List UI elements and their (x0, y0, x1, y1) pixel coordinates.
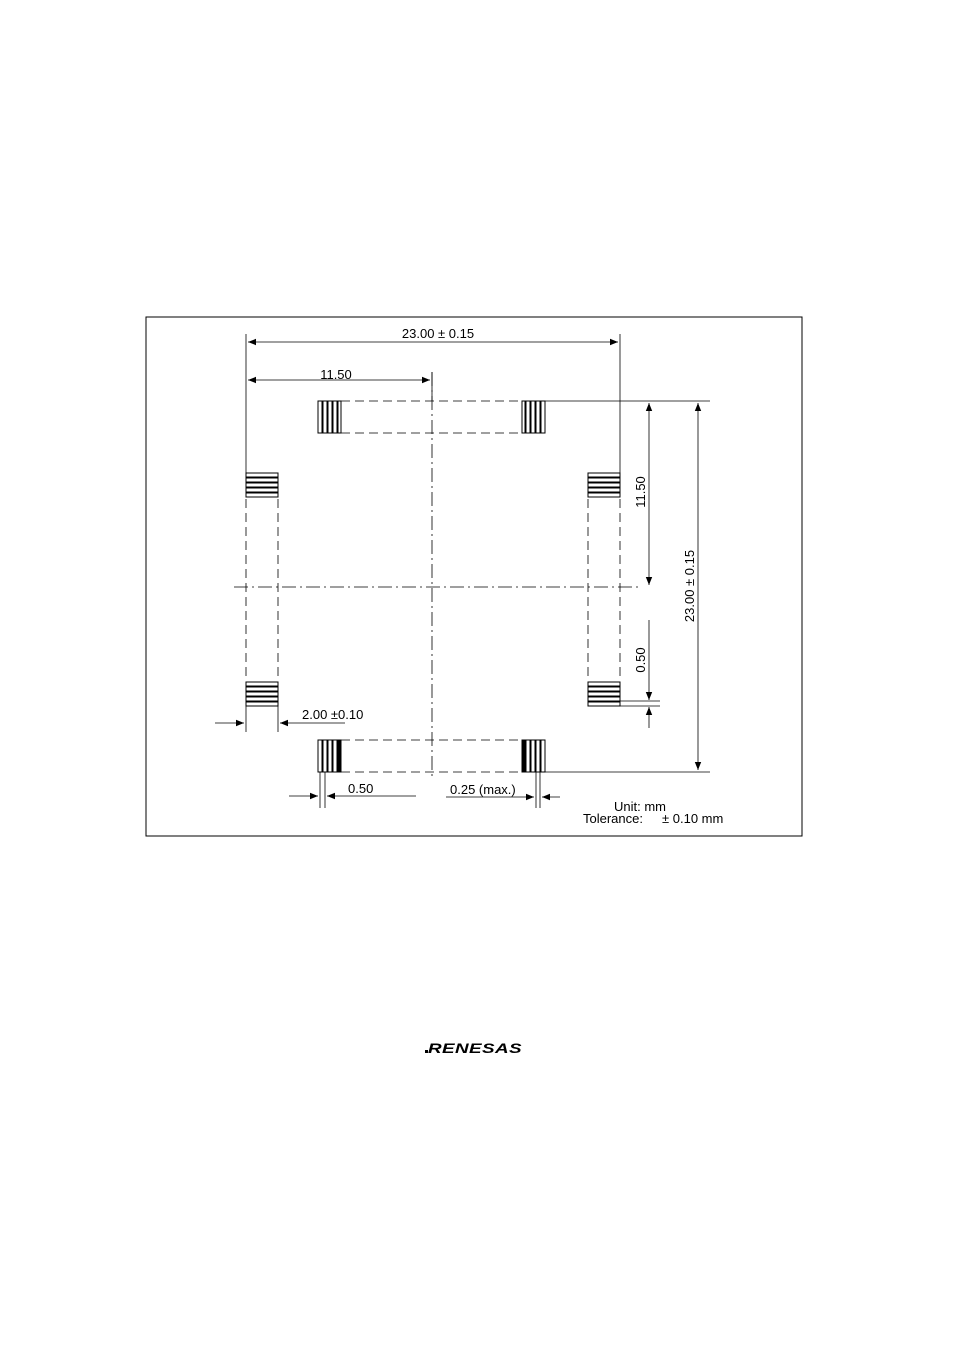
center-lines (234, 372, 642, 778)
dim-label-half-height: 11.50 (633, 476, 648, 508)
drawing-frame (146, 317, 802, 836)
pad-group-top-right (522, 401, 545, 433)
extension-lines (246, 334, 710, 808)
pad-group-bottom-right (522, 740, 545, 772)
dim-label-pitch-bottom: 0.50 (348, 781, 373, 796)
dim-label-gap-max: 0.25 (max.) (450, 782, 516, 797)
renesas-logo: RENESAS (424, 1036, 524, 1058)
dimension-lines (215, 342, 698, 797)
pad-group-right-top (588, 473, 620, 497)
dim-label-pad-length: 2.00 ±0.10 (302, 707, 363, 722)
pad-group-left-top (246, 473, 278, 497)
tolerance-label: Tolerance: (583, 811, 643, 826)
pad-group-bottom-left (318, 740, 341, 772)
dim-label-half-width: 11.50 (320, 367, 352, 382)
dim-label-overall-height: 23.00 ± 0.15 (682, 550, 697, 622)
renesas-logo-text: RENESAS (428, 1040, 522, 1056)
pad-group-left-bottom (246, 682, 278, 706)
dim-label-overall-width: 23.00 ± 0.15 (402, 326, 474, 341)
tolerance-value: ± 0.10 mm (662, 811, 723, 826)
pad-group-right-bottom (588, 682, 620, 706)
pad-group-top-left (318, 401, 341, 433)
dim-label-pitch-right: 0.50 (633, 647, 648, 672)
